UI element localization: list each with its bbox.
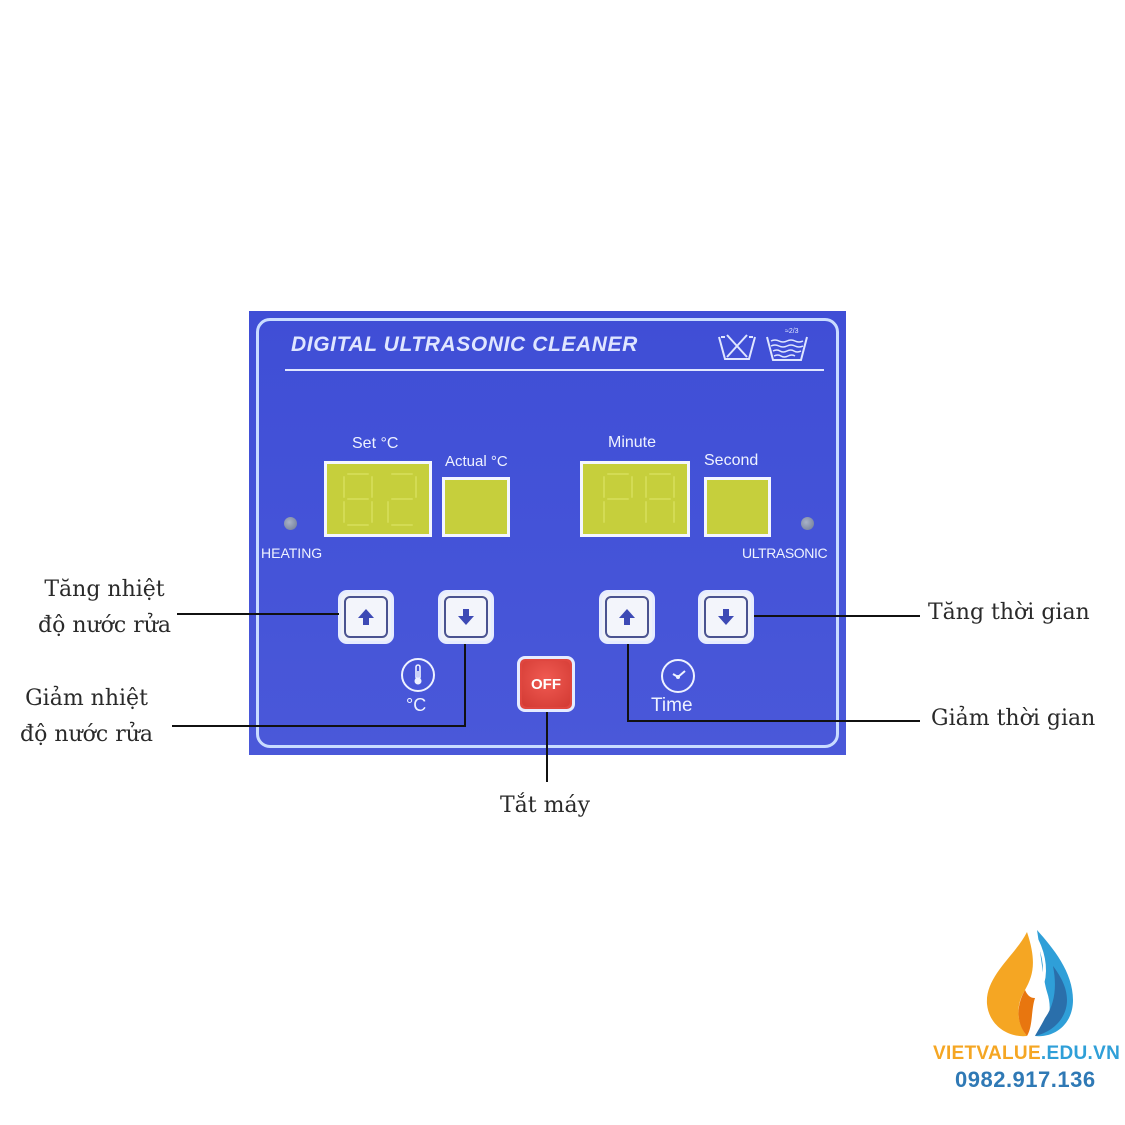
off-button-label: OFF (522, 661, 570, 707)
callout-time-increase: Tăng thời gian (928, 600, 1090, 625)
callout-line-time-decrease (627, 720, 920, 722)
ultrasonic-label: ULTRASONIC (742, 545, 828, 561)
actual-temp-label: Actual °C (445, 453, 508, 470)
heating-label: HEATING (261, 545, 323, 561)
do-not-wash-icon (718, 334, 756, 360)
callout-line-temp-up (177, 613, 339, 615)
heating-indicator-led (284, 517, 297, 530)
set-temp-label: Set °C (352, 435, 399, 452)
brand-part-2: .EDU.VN (1040, 1043, 1121, 1064)
seven-segment-digit (387, 473, 417, 526)
control-panel: DIGITAL ULTRASONIC CLEANER ≈2/3 Set °C (249, 311, 846, 755)
panel-title: DIGITAL ULTRASONIC CLEANER (291, 333, 638, 356)
temp-unit-label: °C (406, 695, 427, 715)
arrow-down-icon (458, 609, 474, 625)
callout-line-1: Tăng nhiệt (44, 577, 165, 602)
callout-line-off (546, 712, 548, 782)
callout-line-1: Giảm nhiệt (25, 686, 148, 711)
button-face (344, 596, 388, 638)
brand-part-1: VIETVALUE (933, 1043, 1041, 1064)
time-up-button[interactable] (599, 590, 655, 644)
second-display (704, 477, 771, 537)
button-face (444, 596, 488, 638)
logo-brand-text: VIETVALUE.EDU.VN (933, 1043, 1120, 1065)
ultrasonic-indicator-led (801, 517, 814, 530)
seven-segment-digit (603, 473, 633, 525)
set-temp-display (324, 461, 432, 537)
minute-label: Minute (608, 434, 657, 451)
thermometer-icon (401, 658, 435, 692)
callout-temp-down: Giảm nhiệt độ nước rửa (20, 681, 153, 753)
callout-power-off: Tắt máy (500, 793, 591, 818)
seven-segment-digit (343, 473, 373, 526)
callout-line-temp-down-vertical (464, 644, 466, 727)
minute-display (580, 461, 690, 537)
off-button[interactable]: OFF (517, 656, 575, 712)
second-label: Second (704, 452, 759, 469)
time-label: Time (651, 695, 693, 716)
title-divider (285, 369, 824, 371)
button-face (704, 596, 748, 638)
actual-temp-display (442, 477, 510, 537)
callout-line-temp-down (172, 725, 466, 727)
callout-temp-up: Tăng nhiệt độ nước rửa (38, 572, 171, 644)
callout-line-time-increase (754, 615, 920, 617)
vietvalue-logo-icon (986, 930, 1073, 1037)
time-down-button[interactable] (698, 590, 754, 644)
callout-time-decrease: Giảm thời gian (931, 706, 1096, 731)
callout-line-time-up-vertical (627, 644, 629, 722)
seven-segment-digit (645, 473, 675, 525)
logo-phone: 0982.917.136 (955, 1067, 1096, 1092)
temp-up-button[interactable] (338, 590, 394, 644)
callout-line-2: độ nước rửa (20, 722, 154, 747)
fill-level-text: ≈2/3 (785, 328, 799, 335)
clock-icon (661, 659, 695, 693)
arrow-up-icon (619, 609, 635, 625)
button-face (605, 596, 649, 638)
fill-level-icon: ≈2/3 (766, 328, 808, 361)
arrow-down-icon (718, 609, 734, 625)
callout-line-2: độ nước rửa (38, 613, 172, 638)
arrow-up-icon (358, 609, 374, 625)
temp-down-button[interactable] (438, 590, 494, 644)
